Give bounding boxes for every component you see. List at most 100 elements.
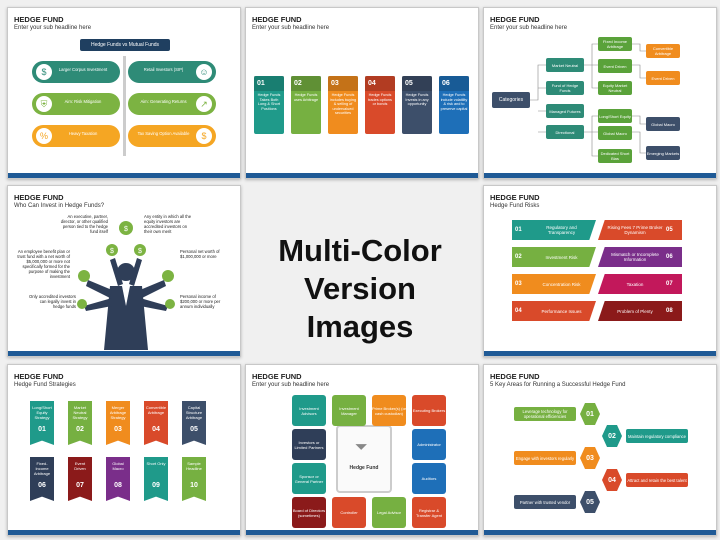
center-hub: ⏷ Hedge Fund bbox=[336, 425, 392, 493]
slide-subtitle: Enter your sub headline here bbox=[252, 382, 330, 388]
category-node: Fund of Hedge Funds bbox=[546, 81, 584, 95]
risk-banner-left: 03 Concentration Risk bbox=[512, 274, 596, 294]
risk-label: Taxation bbox=[626, 281, 644, 287]
subcategory-node: Fixed Income Arbitrage bbox=[598, 37, 632, 51]
slide-title: HEDGE FUND bbox=[14, 372, 64, 381]
stakeholder-tile: Controller bbox=[332, 497, 366, 528]
slide-subtitle: 5 Key Areas for Running a Successful Hed… bbox=[490, 382, 626, 388]
risk-number: 07 bbox=[666, 280, 673, 287]
slide-thumbnail-6[interactable]: HEDGE FUND Hedge Fund Strategies Long/Sh… bbox=[7, 364, 241, 536]
left-note-2: An employee benefit plan or trust fund w… bbox=[17, 249, 70, 279]
slide-thumbnail-7[interactable]: HEDGE FUND Enter your sub headline here … bbox=[245, 364, 479, 536]
risk-number: 03 bbox=[515, 280, 522, 287]
right-note-3: Personal income of $200,000 or more per … bbox=[180, 294, 221, 309]
center-divider bbox=[123, 56, 126, 156]
strategy-label: Event Driven bbox=[74, 461, 86, 471]
stakeholder-tile: Auditors bbox=[412, 463, 446, 494]
funnel-icon: ⏷ bbox=[355, 439, 368, 456]
strategy-number: 08 bbox=[114, 482, 122, 489]
step-text: Hedge Funds uses Arbitrage bbox=[293, 93, 319, 102]
stakeholder-tile: Executing Brokers bbox=[412, 395, 446, 426]
slide-title: HEDGE FUND bbox=[490, 15, 540, 24]
key-area-number: 04 bbox=[602, 469, 622, 491]
step-text: Hedge Funds include volatility & risk an… bbox=[440, 93, 468, 111]
right-note-1: Any entity in which all the equity inves… bbox=[144, 214, 192, 234]
slide-thumbnail-2[interactable]: HEDGE FUND Enter your sub headline here … bbox=[245, 7, 479, 179]
key-area-text: Engage with investors regularly bbox=[514, 451, 576, 465]
slide-thumbnail-1[interactable]: HEDGE FUND Enter your sub headline here … bbox=[7, 7, 241, 179]
footer-bar bbox=[484, 351, 716, 356]
step-text: Hedge Funds includes buying & selling of… bbox=[329, 93, 357, 116]
step-text: Hedge Funds trades options or bonds bbox=[368, 93, 392, 107]
category-node: Market Neutral bbox=[546, 58, 584, 72]
stakeholder-tile: Registrar & Transfer Agent bbox=[412, 497, 446, 528]
category-node: Managed Futures bbox=[546, 104, 584, 118]
leaf-node: Convertible Arbitrage bbox=[646, 44, 680, 58]
leaf-node: Emerging Markets bbox=[646, 146, 680, 160]
strategy-number: 07 bbox=[76, 482, 84, 489]
strategy-flag: Sample Headline 10 bbox=[182, 457, 206, 501]
pill-label: Aim: Generating Returns bbox=[140, 99, 187, 104]
left-pill-2: ⛨ Aim: Risk Mitigation bbox=[32, 93, 120, 115]
strategy-number: 10 bbox=[190, 482, 198, 489]
strategy-label: Sample Headline bbox=[186, 461, 202, 471]
strategy-label: Long/Short Equity Strategy bbox=[32, 405, 52, 420]
right-pill-2: Aim: Generating Returns ↗ bbox=[128, 93, 216, 115]
slide-title: HEDGE FUND bbox=[252, 15, 302, 24]
footer-bar bbox=[246, 173, 478, 178]
key-area-text: Partner with trusted vendor bbox=[514, 495, 576, 509]
strategy-number: 02 bbox=[76, 426, 84, 433]
risk-label: Concentration Risk bbox=[542, 281, 581, 287]
strategy-label: Global Macro bbox=[112, 461, 124, 471]
strategy-number: 09 bbox=[152, 482, 160, 489]
footer-bar bbox=[484, 173, 716, 178]
left-pill-1: $ Larger Corpus Investment bbox=[32, 61, 120, 83]
key-area-number: 03 bbox=[580, 447, 600, 469]
key-area-number: 02 bbox=[602, 425, 622, 447]
risk-label: Performance Issues bbox=[541, 308, 582, 314]
category-node: Directional bbox=[546, 125, 584, 139]
step-number: 06 bbox=[439, 76, 469, 91]
stakeholder-tile: Investment Advisors bbox=[292, 395, 326, 426]
key-area-number: 01 bbox=[580, 403, 600, 425]
subcategory-node: Dedicated Short Bias bbox=[598, 149, 632, 163]
slide-title: HEDGE FUND bbox=[14, 15, 64, 24]
slide-thumbnail-3[interactable]: HEDGE FUND Enter your sub headline here … bbox=[483, 7, 717, 179]
slide-thumbnail-8[interactable]: HEDGE FUND 5 Key Areas for Running a Suc… bbox=[483, 364, 717, 536]
heading-line-1: Multi-Color bbox=[278, 233, 442, 268]
key-area-text: Maintain regulatory compliance bbox=[626, 429, 688, 443]
growth-icon: ↗ bbox=[196, 96, 212, 112]
risk-label: Problem of Plenty bbox=[617, 308, 653, 314]
stakeholder-tile: Investors or Limited Partners bbox=[292, 429, 326, 460]
step-number: 05 bbox=[402, 76, 432, 91]
right-note-2: Personal net worth of $1,000,000 or more bbox=[180, 249, 220, 259]
subcategory-node: Global Macro bbox=[598, 126, 632, 140]
stakeholder-tile: Board of Directors (sometimes) bbox=[292, 497, 326, 528]
strategy-label: Market Neutral Strategy bbox=[72, 405, 88, 420]
pill-label: Heavy Taxation bbox=[68, 131, 98, 136]
slide-thumbnail-4[interactable]: HEDGE FUND Who Can Invest in Hedge Funds… bbox=[7, 185, 241, 357]
strategy-label: Short Only bbox=[146, 461, 166, 466]
pill-label: Larger Corpus Investment bbox=[58, 67, 108, 72]
slide-subtitle: Hedge Fund Risks bbox=[490, 203, 540, 209]
risk-number: 02 bbox=[515, 253, 522, 260]
risk-banner-right: Taxation 07 bbox=[598, 274, 682, 294]
people-icon: ☺ bbox=[196, 64, 212, 80]
leaf-node: Event Driven bbox=[646, 71, 680, 85]
svg-text:$: $ bbox=[110, 248, 114, 255]
shield-icon: ⛨ bbox=[36, 96, 52, 112]
svg-text:$: $ bbox=[138, 248, 142, 255]
subcategory-node: Event Driven bbox=[598, 59, 632, 73]
risk-number: 06 bbox=[666, 253, 673, 260]
step-number: 04 bbox=[365, 76, 395, 91]
stakeholder-tile: Legal Advisor bbox=[372, 497, 406, 528]
